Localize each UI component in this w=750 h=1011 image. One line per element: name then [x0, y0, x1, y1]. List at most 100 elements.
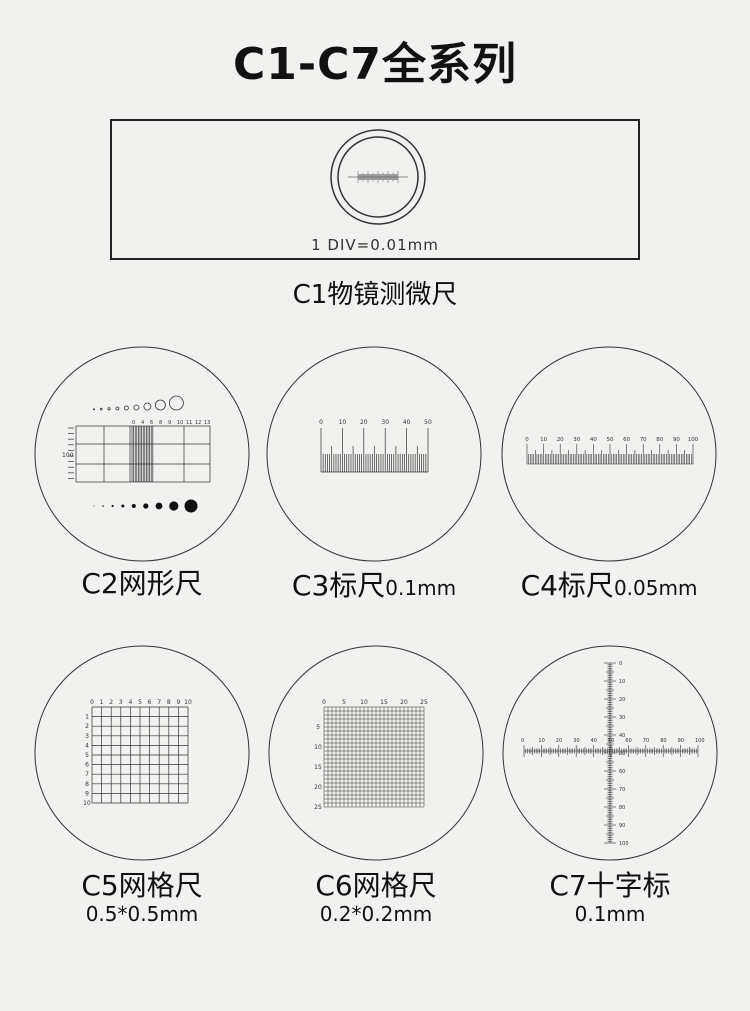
c4-tick-label: 100 — [688, 437, 699, 443]
c2-dot — [121, 504, 125, 508]
c5-col-label: 6 — [148, 699, 152, 706]
c2-scale-number: 13 — [204, 420, 210, 426]
c4-tick-label: 20 — [557, 437, 564, 443]
c2-dot — [102, 505, 104, 507]
c7-reticle: 0010102020303040405050606070708080909010… — [502, 645, 718, 861]
c5-row-label: 5 — [85, 752, 89, 759]
c4-tick-label: 40 — [590, 437, 597, 443]
c2-circle — [133, 404, 140, 411]
c2-scale-number: 6 — [150, 420, 153, 426]
c6-col-label: 20 — [400, 699, 408, 706]
c7-h-label: 0 — [521, 738, 524, 744]
c2-dot — [155, 502, 163, 510]
c7-h-label: 70 — [643, 738, 649, 744]
c2-dot — [111, 504, 114, 508]
c7-v-label: 70 — [619, 787, 625, 793]
c1-label: C1物镜测微尺 — [292, 280, 458, 310]
c7-v-label: 50 — [619, 751, 625, 757]
c7-v-label: 0 — [619, 661, 622, 667]
c3-label-sub: 0.1mm — [385, 576, 457, 600]
c2-label: C2网形尺 — [81, 567, 203, 600]
c4-tick-label: 70 — [640, 437, 647, 443]
c5-label: C5网格尺 — [81, 869, 203, 902]
c7-v-label: 20 — [619, 697, 625, 703]
c6-label: C6网格尺 — [315, 869, 437, 902]
c5-col-label: 0 — [90, 699, 94, 706]
c2-scale-number: 11 — [186, 420, 192, 426]
c2-circle — [155, 399, 166, 411]
c5-row-label: 6 — [85, 762, 89, 769]
c2-circle — [99, 407, 103, 411]
c5-row-label: 9 — [85, 790, 89, 797]
c2-scale-number: 0 — [132, 420, 135, 426]
c4-tick-label: 30 — [573, 437, 580, 443]
c6-row-label: 20 — [314, 784, 322, 791]
c5-row-label: 10 — [83, 800, 91, 807]
c3-tick-label: 10 — [339, 419, 347, 426]
c4-label-main: C4标尺 — [520, 569, 614, 602]
c5-col-label: 2 — [109, 699, 113, 706]
c6-col-label: 0 — [322, 699, 326, 706]
c6-col-label: 15 — [380, 699, 388, 706]
c5-col-label: 3 — [119, 699, 123, 706]
c6-col-label: 10 — [360, 699, 368, 706]
c4-tick-label: 0 — [525, 437, 529, 443]
c6-sub: 0.2*0.2mm — [319, 902, 433, 926]
c2-scale-number: 8 — [159, 420, 162, 426]
c2-circle — [168, 395, 184, 411]
c1-division-text: 1 DIV=0.01mm — [311, 236, 439, 254]
c6-col-label: 25 — [420, 699, 428, 706]
c5-row-label: 7 — [85, 771, 89, 778]
c4-tick-label: 60 — [623, 437, 630, 443]
c5-row-label: 3 — [85, 733, 89, 740]
c2-tick-100: 100 — [62, 452, 74, 459]
c5-row-label: 8 — [85, 781, 89, 788]
c2-dot — [184, 499, 198, 513]
c7-h-label: 100 — [695, 738, 705, 744]
c2-circle — [93, 408, 96, 411]
c7-h-label: 20 — [556, 738, 562, 744]
c6-row-label: 25 — [314, 804, 322, 811]
c5-row-label: 2 — [85, 723, 89, 730]
c7-v-label: 80 — [619, 805, 625, 811]
c7-v-label: 90 — [619, 823, 625, 829]
c7-label: C7十字标 — [549, 869, 671, 902]
c5-col-label: 7 — [157, 699, 161, 706]
c4-tick-label: 80 — [656, 437, 663, 443]
c5-col-label: 5 — [138, 699, 142, 706]
c7-v-label: 100 — [619, 841, 629, 847]
c5-col-label: 9 — [176, 699, 180, 706]
c5-row-label: 4 — [85, 742, 89, 749]
c4-tick-label: 50 — [607, 437, 614, 443]
c5-col-label: 4 — [128, 699, 132, 706]
page-title: C1-C7全系列 — [232, 39, 518, 90]
c3-tick-label: 30 — [381, 419, 389, 426]
c4-reticle: 0 10 20 30 40 50 60 70 80 90 100 — [501, 346, 717, 562]
c2-circle — [115, 406, 120, 411]
c1-reticle-panel: 1 DIV=0.01mm — [110, 119, 640, 260]
c5-row-label: 1 — [85, 714, 89, 721]
c5-col-label: 8 — [167, 699, 171, 706]
c6-col-label: 5 — [342, 699, 346, 706]
c2-scale-number: 4 — [141, 420, 144, 426]
c7-v-label: 10 — [619, 679, 625, 685]
c4-tick-label: 10 — [540, 437, 547, 443]
c3-tick-label: 0 — [319, 419, 323, 426]
c4-tick-label: 90 — [673, 437, 680, 443]
c7-h-label: 10 — [538, 738, 544, 744]
c7-h-label: 90 — [678, 738, 684, 744]
c2-scale-number: 12 — [195, 420, 201, 426]
c2-scale-number: 9 — [168, 420, 171, 426]
c2-dot — [169, 501, 179, 511]
c3-label: C3标尺0.1mm — [266, 570, 482, 604]
c5-col-label: 1 — [100, 699, 104, 706]
c3-label-main: C3标尺 — [291, 569, 386, 602]
c3-tick-label: 20 — [360, 419, 368, 426]
c3-tick-label: 40 — [403, 419, 411, 426]
c7-h-label: 40 — [591, 738, 597, 744]
c2-scale-number: 10 — [177, 420, 183, 426]
c7-h-label: 80 — [660, 738, 666, 744]
